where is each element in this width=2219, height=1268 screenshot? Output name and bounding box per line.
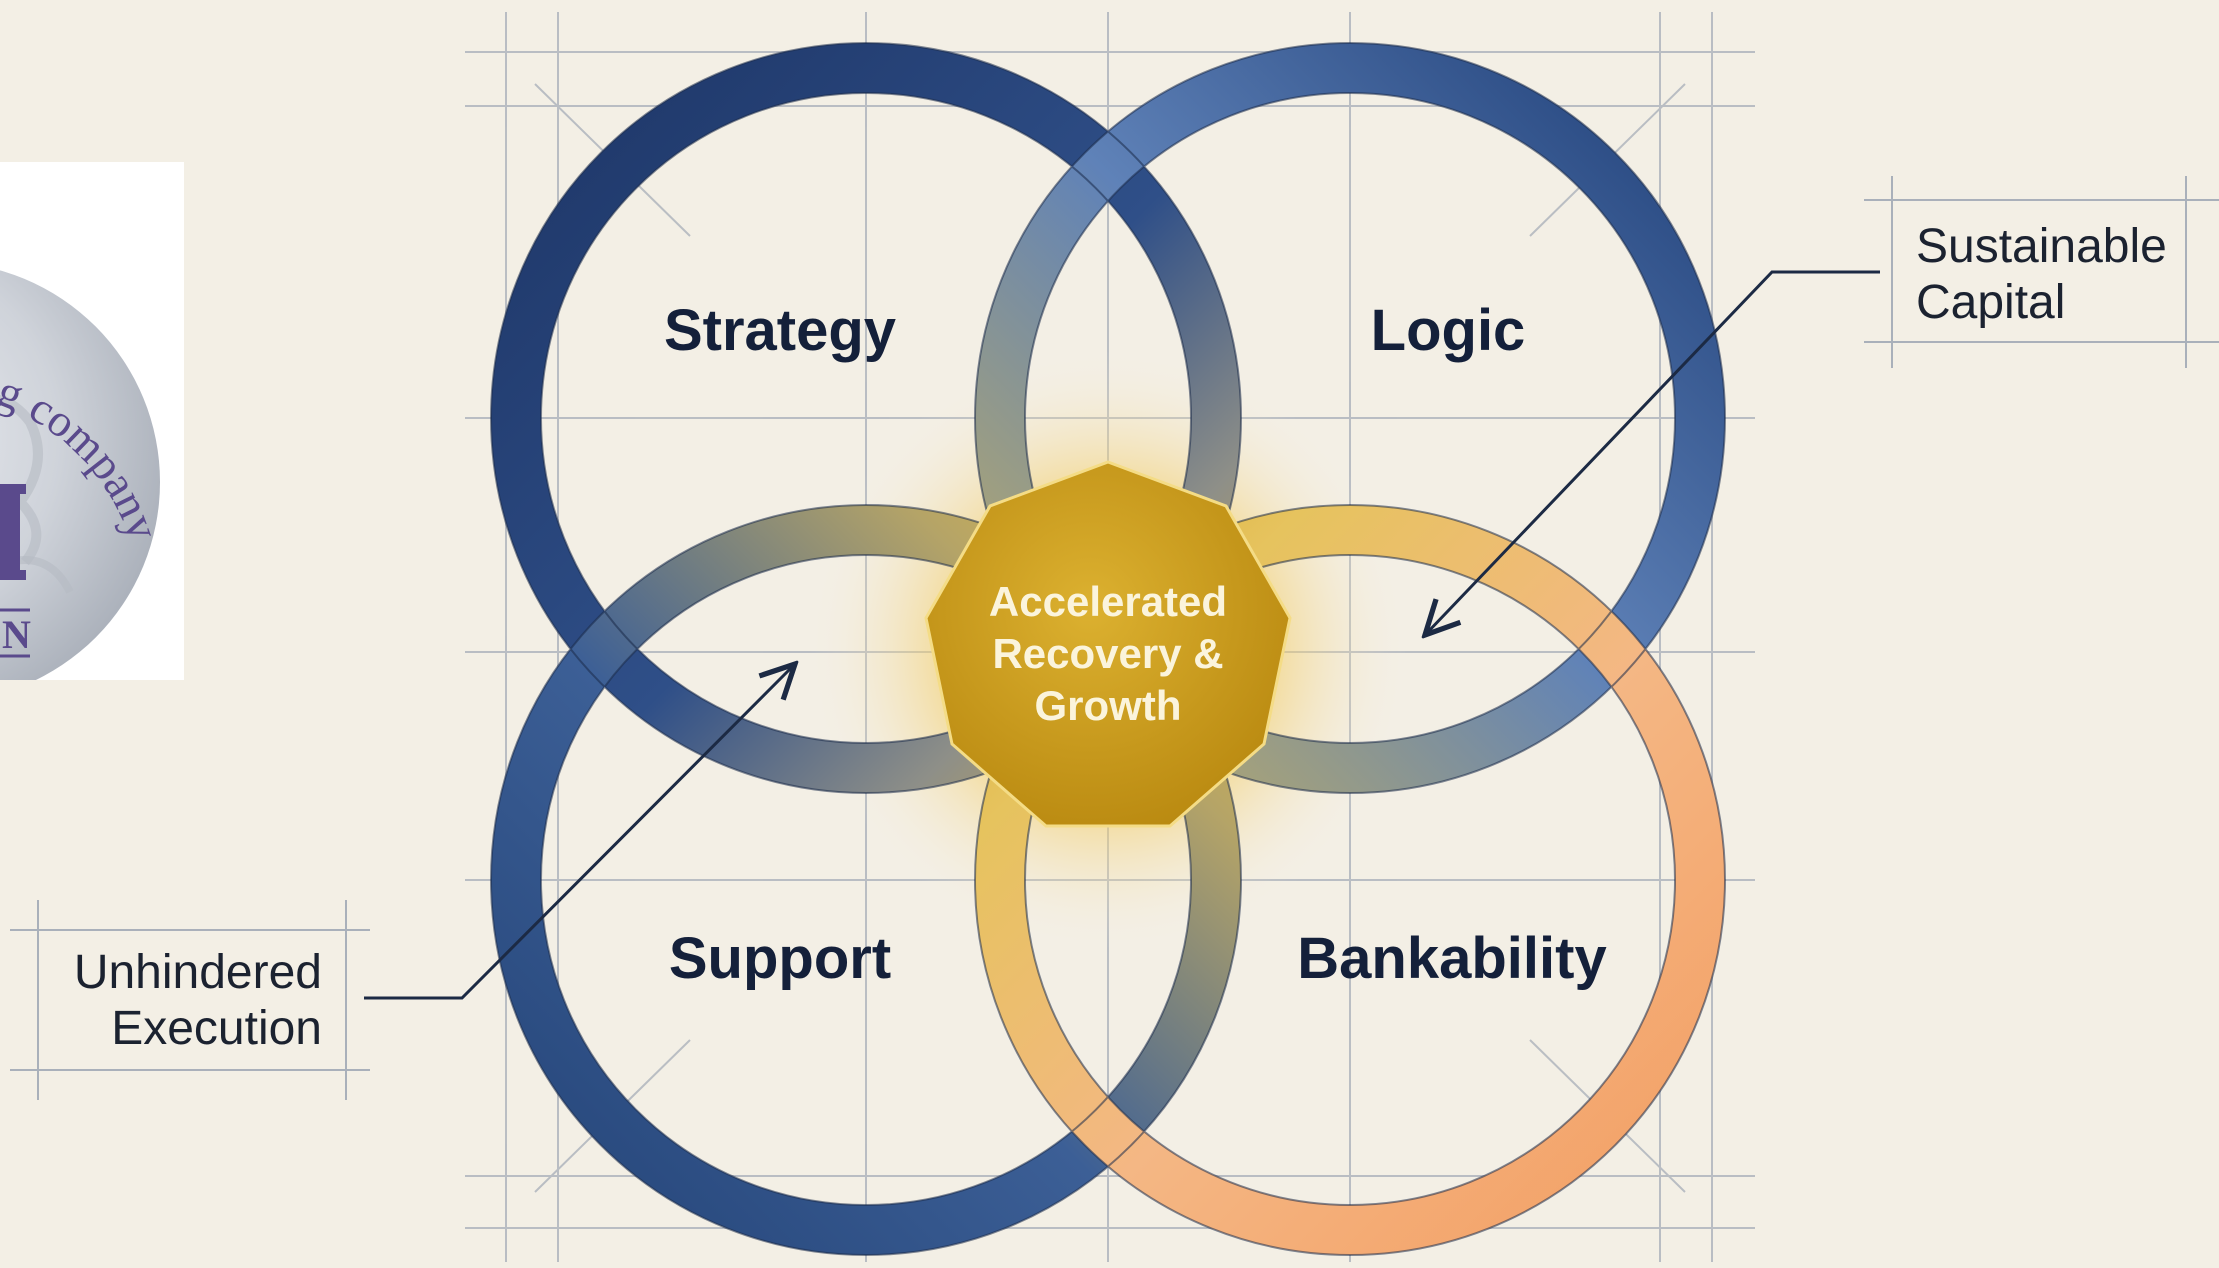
strategy-ring — [491, 43, 1241, 793]
unhindered-execution-arrow — [364, 664, 795, 1000]
sustainable-capital-callout: Sustainable Capital — [1425, 176, 2219, 635]
logic-label: Logic — [1371, 298, 1526, 363]
center-octagon — [924, 460, 1292, 828]
bankability-label: Bankability — [1297, 926, 1606, 991]
support-label: Support — [669, 926, 891, 991]
company-logo: g company N — [0, 162, 184, 680]
logo-seal: g company N — [0, 270, 170, 680]
unhindered-execution-line-1: Unhindered — [74, 946, 322, 999]
seal-disc — [0, 270, 160, 680]
unhindered-execution-callout: Unhindered Execution — [10, 664, 795, 1100]
sustainable-capital-line-1: Sustainable — [1916, 220, 2167, 273]
pillar-icon — [0, 484, 26, 580]
logo-emblem-letters: N — [2, 612, 31, 657]
bankability-ring — [975, 505, 1725, 1255]
sustainable-capital-line-2: Capital — [1916, 276, 2065, 329]
unhindered-execution-line-2: Execution — [111, 1002, 322, 1055]
center-label-line-2: Recovery & — [992, 630, 1223, 677]
strategy-label: Strategy — [664, 298, 896, 363]
logic-ring — [975, 43, 1725, 793]
center-label-line-3: Growth — [1035, 682, 1182, 729]
sustainable-capital-arrow — [1425, 270, 1880, 635]
support-ring — [491, 505, 1241, 1255]
center-label-line-1: Accelerated — [989, 578, 1227, 625]
